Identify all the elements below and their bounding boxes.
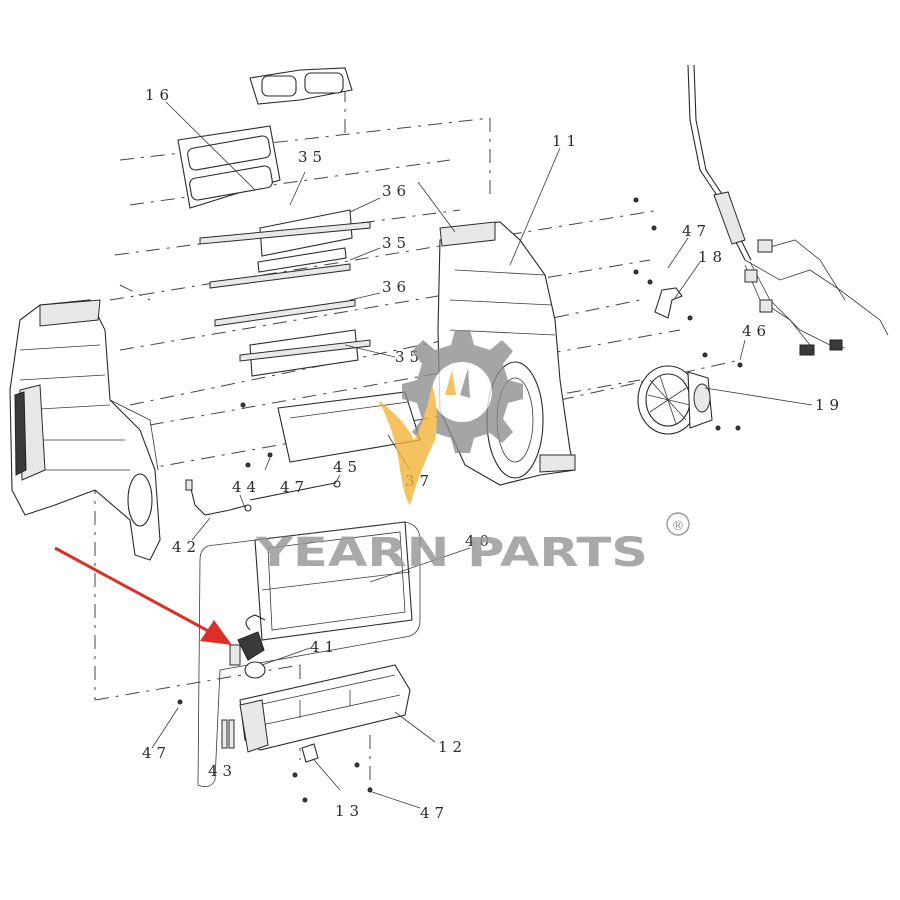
part-42-44-45-sensors	[185, 479, 341, 516]
registered-circle-icon	[666, 512, 690, 536]
registered-mark: ®	[672, 519, 685, 534]
part-19-blower-motor	[637, 365, 713, 435]
watermark-logo	[378, 330, 523, 505]
callout-19: 19	[815, 396, 844, 414]
callout-35-b: 35	[382, 234, 411, 252]
part-40-evaporator	[197, 521, 421, 788]
callout-40: 40	[465, 532, 494, 550]
part-18-hose	[654, 287, 683, 319]
left-housing	[9, 299, 161, 561]
callout-18: 18	[698, 248, 727, 266]
callout-47-d: 47	[420, 804, 449, 822]
callout-36-b: 36	[382, 278, 411, 296]
callout-36-a: 36	[382, 182, 411, 200]
callout-12: 12	[438, 738, 467, 756]
screws	[177, 197, 743, 803]
part-43-13-fittings	[221, 719, 319, 763]
callout-13: 13	[335, 802, 364, 820]
callout-11: 11	[552, 132, 581, 150]
callout-labels: 16 35 36 35 36 35 11 47 18 46 19 37 44 4…	[142, 86, 844, 822]
leader-lines	[151, 101, 813, 809]
watermark-brand-text: YEARN PARTS	[255, 530, 648, 576]
callout-41: 41	[310, 638, 339, 656]
red-pointer-arrow	[54, 546, 232, 645]
wiring-harness	[687, 64, 889, 356]
callout-47-a: 47	[682, 222, 711, 240]
callout-16: 16	[145, 86, 174, 104]
callout-35-a: 35	[298, 148, 327, 166]
callout-43: 43	[208, 762, 237, 780]
part-41-expansion-valve	[229, 614, 266, 679]
callout-44: 44	[232, 478, 261, 496]
callout-35-c: 35	[395, 348, 424, 366]
part-12-drain-pan	[239, 664, 411, 753]
part-16-filter-frames	[177, 67, 353, 209]
callout-42: 42	[172, 538, 201, 556]
flame-logo-icon	[378, 368, 470, 505]
callout-45: 45	[333, 458, 362, 476]
callout-47-b: 47	[280, 478, 309, 496]
part-35-36-rods-plates	[199, 209, 371, 377]
callout-47-c: 47	[142, 744, 171, 762]
callout-46: 46	[742, 322, 771, 340]
